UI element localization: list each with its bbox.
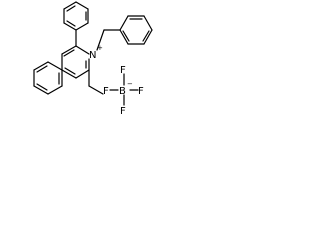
fluorine-left-label: F: [103, 86, 109, 97]
bond: [119, 15, 129, 31]
bond: [61, 45, 77, 55]
double-bond: [142, 30, 150, 42]
bond: [61, 69, 77, 79]
double-bond: [66, 20, 76, 27]
bond: [75, 45, 90, 55]
double-bond: [36, 83, 48, 91]
bond: [63, 1, 77, 10]
phenyl-ring-left: [33, 61, 63, 95]
tetrafluoroborate: [109, 73, 139, 106]
bond: [75, 22, 89, 31]
double-bond: [122, 30, 130, 42]
phenyl-ring-benzyl: [119, 15, 153, 45]
pyridinium-ring: [61, 29, 90, 79]
phenyl-ring-top: [63, 1, 89, 31]
bond: [143, 29, 153, 45]
double-bond: [36, 65, 48, 73]
double-bond: [66, 5, 76, 12]
chemical-structure-diagram: N + F F B − F F: [33, 1, 153, 117]
bond: [63, 22, 77, 31]
bond: [75, 69, 90, 79]
bond: [33, 85, 49, 95]
double-bond: [63, 49, 75, 57]
double-bond: [64, 67, 76, 75]
bond: [75, 1, 89, 10]
methyl-bond: [88, 85, 104, 95]
bond: [143, 15, 153, 31]
nitrogen-atom-label: N: [89, 50, 96, 61]
bond: [47, 61, 63, 71]
boron-charge: −: [127, 80, 133, 88]
n-ch2-bond: [96, 29, 105, 51]
bond: [47, 85, 63, 95]
bond: [119, 29, 129, 45]
fluorine-top-label: F: [120, 65, 126, 76]
fluorine-bottom-label: F: [120, 106, 126, 117]
fluorine-right-label: F: [138, 86, 144, 97]
bond: [33, 61, 49, 71]
nitrogen-charge: +: [97, 44, 103, 52]
boron-atom-label: B: [119, 86, 126, 97]
